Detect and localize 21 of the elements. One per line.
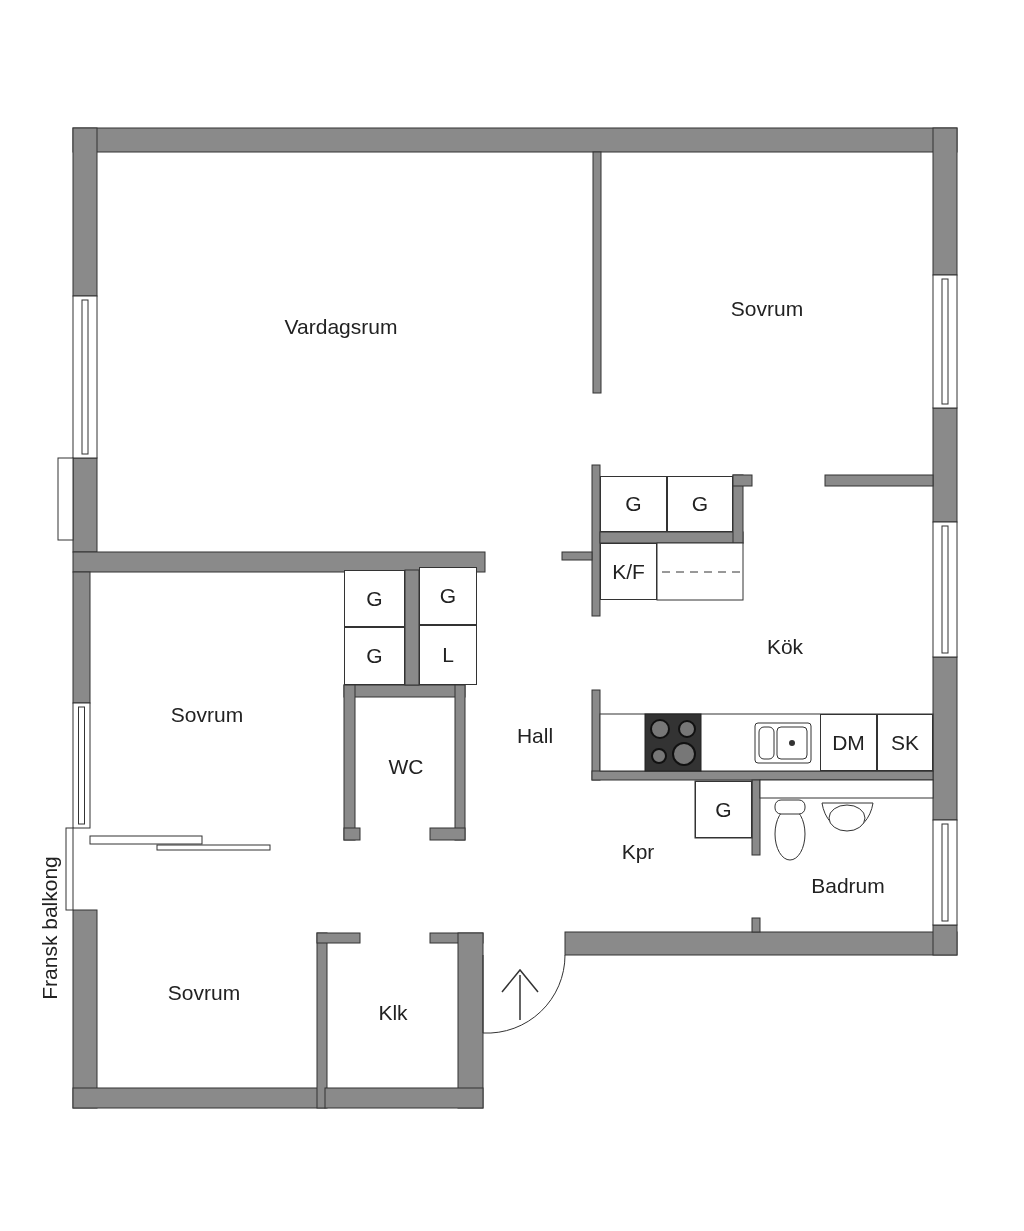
room-label: Sovrum (170, 703, 244, 727)
cabinet-box: G (344, 627, 405, 685)
cabinet-box: DM (820, 714, 877, 771)
room-label: Sovrum (167, 981, 241, 1005)
room-label: Vardagsrum (284, 315, 398, 339)
room-label: Badrum (811, 874, 885, 898)
room-label: Hall (516, 724, 554, 748)
room-label: Sovrum (730, 297, 804, 321)
room-label: Kpr (621, 840, 655, 864)
cabinet-box: G (419, 567, 477, 625)
cabinet-box: G (600, 476, 667, 532)
room-label: Klk (378, 1001, 408, 1025)
cabinet-box: G (667, 476, 733, 532)
cabinet-box: K/F (600, 543, 657, 600)
cabinet-box: L (419, 625, 477, 685)
cabinet-box: SK (877, 714, 933, 771)
room-label: WC (388, 755, 424, 779)
cabinet-box: G (344, 570, 405, 627)
room-label: Kök (766, 635, 804, 659)
cabinet-box: G (695, 781, 752, 838)
balcony-label: Fransk balkong (38, 856, 62, 1000)
